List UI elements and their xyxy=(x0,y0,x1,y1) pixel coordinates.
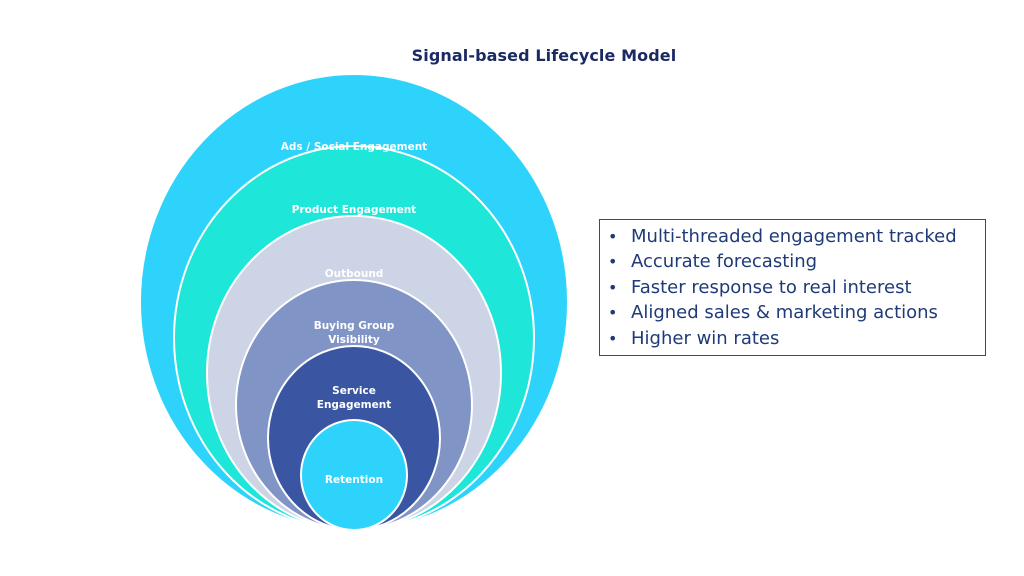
ring-label-0-line-0: Ads / Social Engagement xyxy=(281,141,427,153)
benefit-item: • Accurate forecasting xyxy=(608,249,979,274)
bullet-icon: • xyxy=(608,252,618,272)
benefit-text: Higher win rates xyxy=(631,327,780,349)
slide-title: Signal-based Lifecycle Model xyxy=(411,46,677,65)
ring-label-3-line-0: Buying Group xyxy=(314,320,395,332)
bullet-icon: • xyxy=(608,277,618,297)
bullet-icon: • xyxy=(608,227,618,246)
bullet-icon: • xyxy=(608,303,618,323)
ring-label-3-line-1: Visibility xyxy=(328,334,380,346)
benefit-item: • Higher win rates xyxy=(608,326,979,351)
benefits-list: • Multi-threaded engagement tracked • Accur… xyxy=(608,224,979,351)
benefit-text: Multi-threaded engagement tracked xyxy=(631,226,957,247)
benefit-text: Aligned sales & marketing actions xyxy=(631,302,938,324)
benefit-item: • Aligned sales & marketing actions xyxy=(608,300,979,325)
ring-label-2-line-0: Outbound xyxy=(325,268,384,280)
ring-5 xyxy=(300,419,408,531)
benefit-text: Accurate forecasting xyxy=(631,251,818,273)
benefit-item: • Multi-threaded engagement tracked xyxy=(608,224,979,249)
benefit-item: • Faster response to real interest xyxy=(608,275,979,300)
bullet-icon: • xyxy=(608,328,618,348)
benefits-box: • Multi-threaded engagement tracked • Accur… xyxy=(599,219,986,356)
ring-label-5-line-0: Retention xyxy=(325,474,383,486)
benefit-text: Faster response to real interest xyxy=(631,276,912,298)
ring-label-1-line-0: Product Engagement xyxy=(292,204,416,216)
ring-label-4-line-0: Service xyxy=(332,385,376,397)
ring-label-4-line-1: Engagement xyxy=(317,399,391,411)
